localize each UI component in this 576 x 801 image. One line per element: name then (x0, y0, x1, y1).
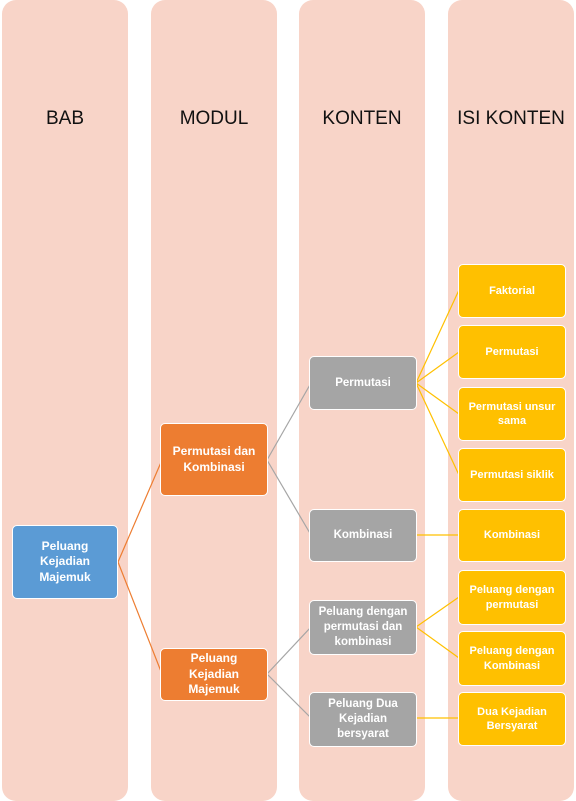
node-konten-3: Peluang dengan permutasi dan kombinasi (309, 600, 417, 655)
node-modul-2: Peluang Kejadian Majemuk (160, 648, 268, 701)
node-isi-7: Peluang dengan Kombinasi (458, 631, 566, 686)
connector-modul2-konten3 (266, 626, 312, 675)
connector-modul1-konten1 (266, 382, 312, 461)
connector-bab-modul-1 (117, 459, 163, 563)
node-isi-3: Permutasi unsur sama (458, 387, 566, 441)
node-konten-2: Kombinasi (309, 509, 417, 562)
connector-modul2-konten4 (266, 673, 312, 719)
node-isi-8: Dua Kejadian Bersyarat (458, 692, 566, 746)
connector-konten3-isi6 (415, 596, 460, 628)
column-bab: BAB (2, 0, 128, 801)
connector-konten1-isi2 (415, 351, 460, 384)
node-isi-5: Kombinasi (458, 509, 566, 562)
connector-konten1-isi1 (415, 289, 460, 384)
column-header-bab: BAB (45, 108, 85, 129)
node-konten-1: Permutasi (309, 356, 417, 410)
node-modul-1: Permutasi dan Kombinasi (160, 423, 268, 496)
column-header-modul: MODUL (179, 108, 249, 129)
column-header-isi-konten: ISI KONTEN (457, 108, 565, 129)
column-header-konten: KONTEN (322, 108, 402, 129)
connector-konten1-isi4 (415, 382, 460, 476)
connector-modul1-konten2 (266, 459, 312, 536)
node-isi-2: Permutasi (458, 325, 566, 379)
node-konten-4: Peluang Dua Kejadian bersyarat (309, 692, 417, 747)
connector-bab-modul-2 (117, 561, 163, 675)
node-isi-1: Faktorial (458, 264, 566, 318)
node-isi-4: Permutasi siklik (458, 448, 566, 502)
connector-konten3-isi7 (415, 626, 460, 659)
node-isi-6: Peluang dengan permutasi (458, 570, 566, 625)
node-bab: Peluang Kejadian Majemuk (12, 525, 118, 599)
connector-konten1-isi3 (415, 382, 460, 415)
